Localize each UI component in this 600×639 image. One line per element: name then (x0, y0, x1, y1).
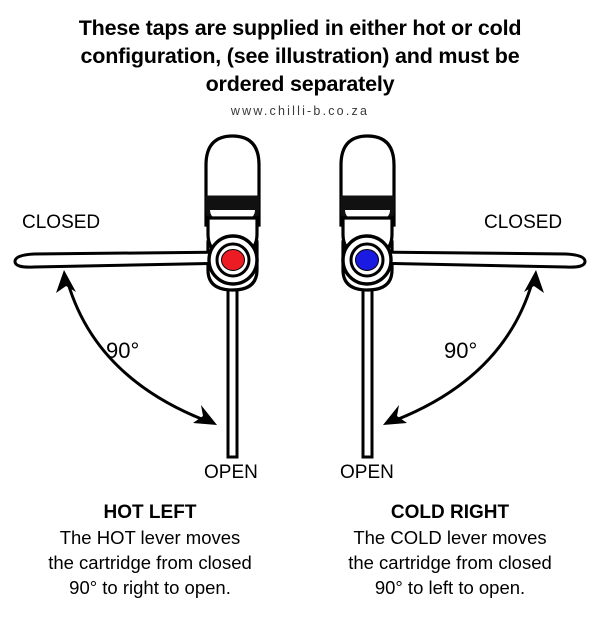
cold-indicator-dot (355, 249, 379, 271)
cold-rotation-arrow (383, 270, 544, 425)
cold-right-caption-line-1: The COLD lever moves (353, 527, 547, 548)
header-block: These taps are supplied in either hot or… (0, 14, 600, 118)
cold-tap-stem (361, 263, 374, 459)
headline-line-1: These taps are supplied in either hot or… (78, 16, 522, 40)
hot-left-caption: HOT LEFT The HOT lever moves the cartrid… (0, 500, 300, 600)
captions-row: HOT LEFT The HOT lever moves the cartrid… (0, 500, 600, 600)
cold-open-label: OPEN (340, 462, 394, 483)
cold-right-caption-body: The COLD lever moves the cartridge from … (300, 525, 600, 600)
cold-right-caption-line-3: 90° to left to open. (374, 577, 526, 598)
hot-closed-label: CLOSED (22, 212, 100, 233)
cold-right-caption: COLD RIGHT The COLD lever moves the cart… (300, 500, 600, 600)
cold-closed-label: CLOSED (484, 212, 562, 233)
hot-left-caption-line-3: 90° to right to open. (69, 577, 231, 598)
headline: These taps are supplied in either hot or… (28, 14, 572, 98)
hot-left-caption-body: The HOT lever moves the cartridge from c… (0, 525, 300, 600)
hot-rotation-arrow (56, 270, 217, 425)
hot-left-caption-line-1: The HOT lever moves (59, 527, 241, 548)
hot-indicator-dot (221, 249, 245, 271)
cold-right-caption-title: COLD RIGHT (390, 502, 510, 523)
cold-tap-group: CLOSED 90° OPEN (339, 134, 587, 483)
headline-line-3: ordered separately (205, 72, 395, 96)
website-url: www.chilli-b.co.za (230, 104, 370, 118)
cold-angle-label: 90° (444, 338, 477, 363)
hot-open-label: OPEN (204, 462, 258, 483)
cold-right-caption-line-2: the cartridge from closed (348, 552, 552, 573)
headline-line-2: configuration, (see illustration) and mu… (80, 44, 520, 68)
hot-left-caption-line-2: the cartridge from closed (48, 552, 252, 573)
hot-tap-stem (226, 263, 239, 459)
tap-illustration-svg: CLOSED 90° OPEN (13, 134, 587, 483)
hot-left-caption-title: HOT LEFT (103, 502, 197, 523)
cold-tap-lever-arm (364, 250, 587, 269)
tap-illustration: CLOSED 90° OPEN (0, 130, 600, 490)
hot-tap-group: CLOSED 90° OPEN (13, 134, 261, 483)
hot-tap-lever-arm (13, 250, 236, 269)
